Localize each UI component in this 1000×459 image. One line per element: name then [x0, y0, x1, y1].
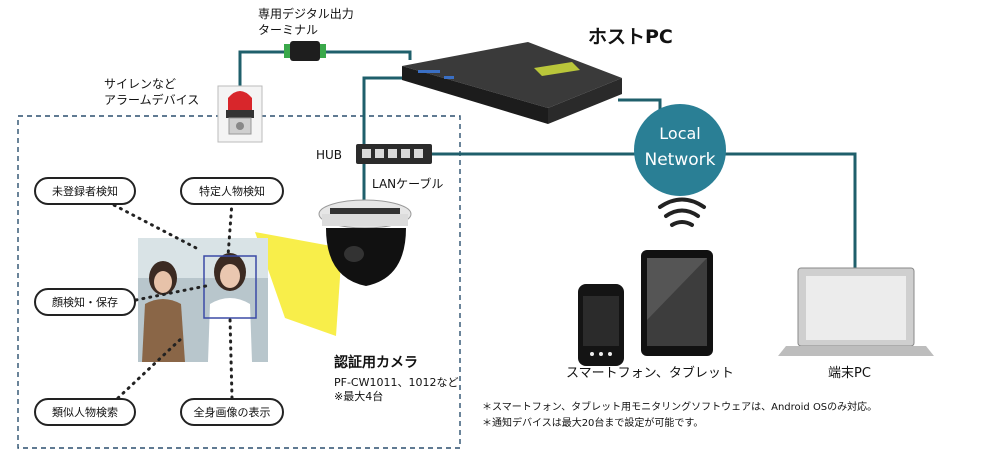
camera-model: PF-CW1011、1012など	[334, 376, 459, 389]
feature-full-body-display: 全身画像の表示	[180, 398, 284, 426]
terminal-to-siren-line	[238, 50, 290, 90]
feature-unregistered-detection: 未登録者検知	[34, 177, 136, 205]
network-label-line1: Local	[659, 124, 701, 143]
note-android-only: ＊スマートフォン、タブレット用モニタリングソフトウェアは、Android OSの…	[482, 402, 878, 413]
tablet-icon	[641, 250, 713, 356]
terminal-label-line2: ターミナル	[258, 23, 319, 37]
dome-camera-icon	[318, 199, 412, 286]
hub-label: HUB	[316, 148, 343, 162]
camera-view-cone	[255, 232, 342, 336]
host-pc-icon	[402, 42, 622, 124]
feature-dotted-lines	[106, 200, 234, 400]
lan-cable-label: LANケーブル	[372, 177, 444, 191]
laptop-icon	[778, 267, 934, 356]
face-detection-photo	[138, 238, 268, 362]
camera-max: ※最大4台	[334, 390, 384, 403]
smartphone-icon	[578, 284, 624, 366]
feature-specific-person-detection: 特定人物検知	[180, 177, 284, 205]
hub-icon	[356, 144, 432, 164]
digital-output-terminal	[284, 41, 326, 61]
local-network-icon	[634, 104, 726, 196]
hub-to-terminal-pc-line	[432, 152, 857, 268]
siren-label-line1: サイレンなど	[104, 77, 177, 91]
wifi-icon	[658, 197, 706, 227]
host-pc-label: ホストPC	[588, 26, 673, 48]
mobile-label: スマートフォン、タブレット	[566, 366, 734, 381]
siren-icon	[217, 85, 263, 143]
feature-face-detection-save: 顔検知・保存	[34, 288, 136, 316]
terminal-label-line1: 専用デジタル出力	[258, 7, 354, 21]
terminal-pc-label: 端末PC	[828, 366, 871, 381]
network-label-line2: Network	[644, 150, 716, 170]
connection-lines	[238, 50, 857, 268]
host-to-hub-line	[362, 76, 408, 150]
note-max-devices: ＊通知デバイスは最大20台まで設定が可能です。	[482, 418, 704, 429]
feature-similar-person-search: 類似人物検索	[34, 398, 136, 426]
siren-label-line2: アラームデバイス	[104, 93, 200, 107]
terminal-to-host-line	[322, 50, 412, 60]
camera-title: 認証用カメラ	[334, 355, 418, 371]
